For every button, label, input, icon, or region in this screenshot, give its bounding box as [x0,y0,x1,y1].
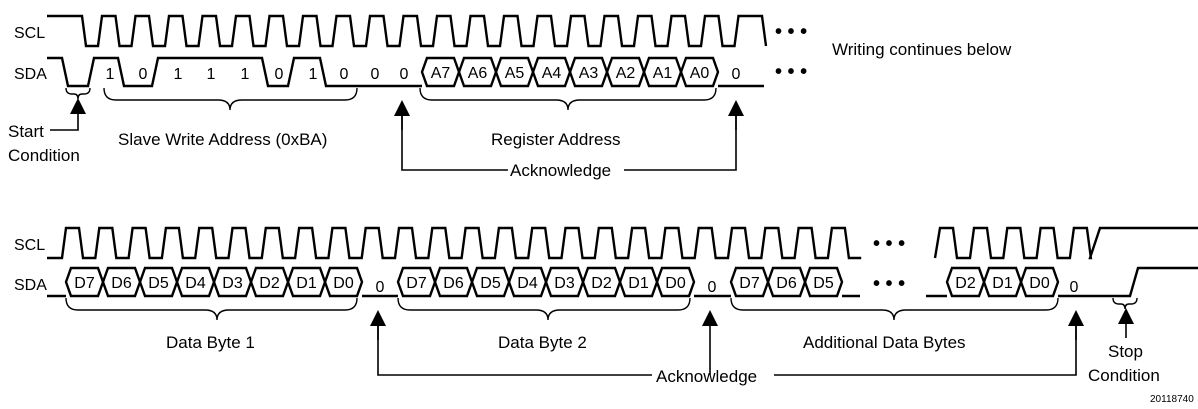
acknowledge-label-row1: Acknowledge [510,161,611,180]
bit-label: A6 [468,65,488,82]
bit-label: 0 [371,66,380,83]
bit-label: D5 [813,275,834,292]
bus-cell [323,266,364,298]
sda-label-row1: SDA [14,66,47,83]
bit-label: D3 [554,275,575,292]
bit-label: A2 [616,65,636,82]
bus-cell [655,266,696,298]
bit-label: A1 [653,65,673,82]
bit-label: 0 [708,279,717,296]
sda-ellipsis-row2: • • • [873,273,905,295]
writing-continues-note: Writing continues below [832,40,1012,59]
scl-waveform-row2 [47,226,1198,260]
figure-number: 20118740 [1150,394,1194,405]
row2-bit-labels: D7 D6 D5 D4 D3 D2 D1 D0 D7 D6 D5 D4 D3 D2 D1 D0 D7 D6 D5 D2… [64,266,1079,298]
data-byte-2-label: Data Byte 2 [498,333,587,352]
bit-label: D1 [992,275,1013,292]
bit-label: D0 [333,275,354,292]
bit-label: D0 [1029,275,1050,292]
bit-label: 0 [1070,279,1079,296]
start-condition-label-1: Start [8,122,44,141]
bit-label: 1 [174,66,183,83]
stop-condition-label-2: Condition [1088,366,1160,385]
bit-label: A0 [690,65,710,82]
data-byte-1-brace [65,297,358,321]
bit-label: D1 [628,275,649,292]
scl-label-row2: SCL [14,237,45,254]
bit-label: D0 [665,275,686,292]
bit-label: 0 [400,66,409,83]
bit-label: D5 [148,275,169,292]
start-condition-arrow [50,98,86,131]
row1-bit-labels: 1 0 1 1 1 0 1 0 0 0 A7 A6 A5 A4 A3 A2 A1 A0 0 [106,56,741,88]
scl-label-row1: SCL [14,25,45,42]
additional-data-bytes-label: Additional Data Bytes [803,333,966,352]
slave-write-address-label: Slave Write Address (0xBA) [118,130,327,149]
bit-label: D6 [776,275,797,292]
data-byte-2-brace [397,297,691,321]
start-condition-brace [65,87,91,100]
bit-label: D7 [406,275,427,292]
bit-label: 1 [309,66,318,83]
bit-label: 0 [732,66,741,83]
bit-label: D5 [480,275,501,292]
bit-label: 0 [340,66,349,83]
bit-label: D1 [296,275,317,292]
bus-cell [1019,266,1060,298]
register-address-brace [419,87,717,111]
bit-label: D6 [443,275,464,292]
bit-label: 0 [275,66,284,83]
bit-label: D2 [259,275,280,292]
bit-label: A4 [542,65,562,82]
bit-label: 1 [241,66,250,83]
bit-label: D2 [591,275,612,292]
bit-label: 1 [207,66,216,83]
stop-condition-brace [1112,297,1138,310]
data-byte-1-label: Data Byte 1 [166,333,255,352]
sda-waveform-row2 [47,266,1198,298]
scl-ellipsis-row2: • • • [873,233,905,255]
start-condition-label-2: Condition [8,146,80,165]
bit-label: D6 [111,275,132,292]
bit-label: D2 [955,275,976,292]
bit-label: D4 [185,275,206,292]
register-address-label: Register Address [491,130,620,149]
bit-label: 0 [376,279,385,296]
scl-ellipsis-row1: • • • [775,21,807,43]
stop-condition-label-1: Stop [1108,342,1143,361]
slave-address-brace [103,87,358,111]
bit-label: D3 [222,275,243,292]
bit-label: A5 [505,65,525,82]
bit-label: D7 [739,275,760,292]
additional-bytes-brace [730,297,1059,321]
acknowledge-label-row2: Acknowledge [656,367,757,386]
bit-label: 0 [139,66,148,83]
sda-label-row2: SDA [14,277,47,294]
bit-label: A3 [579,65,599,82]
bit-label: 1 [106,66,115,83]
sda-ellipsis-row1: • • • [775,61,807,83]
scl-waveform-row1 [47,14,768,48]
bus-cell [679,56,720,88]
bit-label: D7 [74,275,95,292]
bus-cell [803,266,844,298]
bit-label: A7 [431,65,451,82]
bit-label: D4 [517,275,538,292]
sda-waveform-row1 [47,56,764,88]
